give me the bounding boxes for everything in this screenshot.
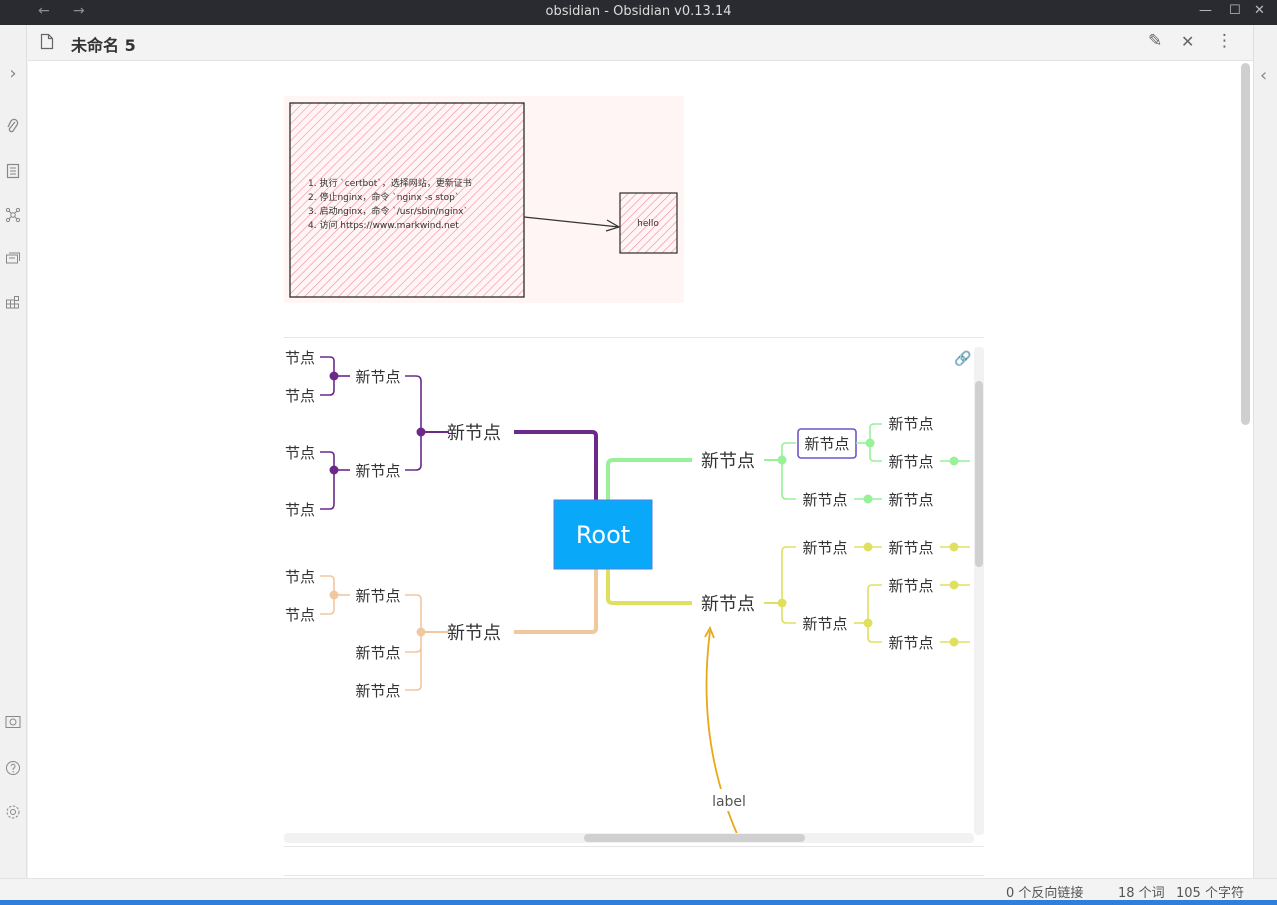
mindmap-node[interactable]: 新节点 — [355, 587, 400, 605]
window-title: obsidian - Obsidian v0.13.14 — [545, 4, 732, 19]
help-icon[interactable] — [4, 760, 22, 778]
mindmap-edge-label[interactable]: label — [712, 794, 746, 810]
mindmap-node[interactable]: 新节点 — [355, 368, 400, 386]
more-options-icon[interactable]: ⋮ — [1216, 31, 1233, 51]
mindmap-leaf[interactable]: 节点 — [285, 387, 315, 405]
mindmap-node[interactable]: 新节点 — [447, 623, 501, 644]
mindmap-node[interactable]: 新节点 — [888, 491, 933, 509]
mindmap-root-node[interactable] — [553, 499, 653, 570]
title-bar: ← → obsidian - Obsidian v0.13.14 — ☐ ✕ — [0, 0, 1277, 25]
mindmap-leaf[interactable]: 节点 — [285, 568, 315, 586]
mindmap-label-edge — [705, 630, 739, 837]
graph-icon[interactable] — [4, 207, 22, 225]
vault-icon[interactable] — [4, 715, 22, 733]
mindmap-node[interactable]: 新节点 — [355, 682, 400, 700]
editor-scrollbar-thumb[interactable] — [1241, 63, 1250, 425]
editor-pane: 1. 执行 `certbot`，选择网站，更新证书 2. 停止nginx，命令 … — [28, 61, 1240, 878]
grid-icon[interactable] — [4, 295, 22, 313]
sketch-list-item-3: 3. 启动nginx，命令 `/usr/sbin/nginx` — [308, 205, 468, 217]
file-title[interactable]: 未命名 5 — [71, 36, 136, 55]
mindmap-node[interactable]: 新节点 — [802, 539, 847, 557]
mindmap-edge — [514, 569, 598, 634]
mindmap-edge — [606, 458, 692, 501]
forward-arrow-icon[interactable]: → — [73, 3, 85, 19]
mindmap-node[interactable]: 新节点 — [888, 415, 933, 433]
mindmap-branch-bottom-left[interactable]: 新节点 新节点 新节点 新节点 节点 节点 — [285, 568, 501, 700]
editor-scrollbar[interactable] — [1240, 61, 1253, 878]
mindmap-node[interactable]: 新节点 — [888, 577, 933, 595]
sketch-list-item-1: 1. 执行 `certbot`，选择网站，更新证书 — [308, 177, 472, 189]
mindmap-node[interactable]: 新节点 — [355, 462, 400, 480]
sketch-list-item-4: 4. 访问 https://www.markwind.net — [308, 219, 459, 231]
word-count: 18 个词 — [1118, 886, 1165, 901]
section-divider — [284, 875, 984, 876]
mindmap-node[interactable]: 新节点 — [888, 634, 933, 652]
sketch-hello-label: hello — [637, 219, 659, 229]
mindmap-branch-top-left[interactable]: 新节点 新节点 新节点 节点 节点 节点 节点 — [285, 349, 501, 519]
mindmap-branch-bottom-right[interactable]: 新节点 新节点 新节点 新节点 新节点 新节点 — [701, 539, 970, 652]
mindmap-node[interactable]: 新节点 — [802, 491, 847, 509]
file-icon — [40, 33, 54, 50]
mindmap-edge — [606, 569, 692, 605]
mindmap-node[interactable]: 新节点 — [888, 453, 933, 471]
mindmap-vscroll-thumb[interactable] — [975, 381, 983, 567]
edit-pencil-icon[interactable]: ✎ — [1148, 31, 1163, 51]
expand-sidebar-icon[interactable]: › — [9, 63, 17, 84]
mindmap-leaf[interactable]: 节点 — [285, 501, 315, 519]
mindmap-node[interactable]: 新节点 — [804, 435, 849, 453]
file-header: 未命名 5 ✎ ✕ ⋮ — [28, 25, 1253, 61]
sketch-arrow-head — [605, 219, 621, 232]
mindmap[interactable]: Root 新节点 新节点 新节点 节点 节点 节点 节点 新节点 新节 — [284, 341, 984, 847]
sketch-arrow — [523, 216, 620, 228]
left-ribbon: › — [0, 25, 27, 878]
sketch-drawing[interactable]: 1. 执行 `certbot`，选择网站，更新证书 2. 停止nginx，命令 … — [284, 96, 684, 303]
collapse-right-sidebar-icon[interactable]: ‹ — [1260, 65, 1268, 86]
mindmap-node[interactable]: 新节点 — [701, 594, 755, 615]
close-window-button[interactable]: ✕ — [1254, 3, 1265, 18]
sketch-list-item-2: 2. 停止nginx，命令 `nginx -s stop` — [308, 191, 459, 203]
back-arrow-icon[interactable]: ← — [38, 3, 50, 19]
link-icon[interactable]: 🔗 — [954, 349, 972, 367]
mindmap-leaf[interactable]: 节点 — [285, 606, 315, 624]
file-list-icon[interactable] — [4, 163, 22, 181]
mindmap-leaf[interactable]: 节点 — [285, 349, 315, 367]
section-divider — [284, 846, 984, 847]
mindmap-root-label: Root — [576, 521, 630, 549]
mindmap-node[interactable]: 新节点 — [888, 539, 933, 557]
mindmap-edge — [514, 430, 598, 501]
mindmap-node[interactable]: 新节点 — [447, 423, 501, 444]
paperclip-icon[interactable] — [4, 118, 22, 136]
status-bar: 0 个反向链接 18 个词 105 个字符 — [0, 878, 1277, 901]
char-count: 105 个字符 — [1176, 886, 1244, 901]
minimize-button[interactable]: — — [1199, 3, 1212, 18]
settings-icon[interactable] — [4, 804, 22, 822]
mindmap-node[interactable]: 新节点 — [701, 451, 755, 472]
mindmap-node[interactable]: 新节点 — [802, 615, 847, 633]
sketch-hello-box[interactable] — [619, 192, 678, 254]
mindmap-label-edge-arrow — [704, 625, 715, 639]
mindmap-leaf[interactable]: 节点 — [285, 444, 315, 462]
sketch-note-box[interactable] — [289, 102, 525, 298]
os-taskbar — [0, 900, 1277, 905]
maximize-button[interactable]: ☐ — [1229, 3, 1241, 18]
backlinks-count[interactable]: 0 个反向链接 — [1006, 886, 1084, 901]
close-file-button[interactable]: ✕ — [1181, 32, 1195, 51]
mindmap-hscroll-thumb[interactable] — [584, 834, 805, 842]
mindmap-node[interactable]: 新节点 — [355, 644, 400, 662]
mindmap-edge-label-bg — [708, 789, 748, 811]
mindmap-branch-top-right[interactable]: 新节点 新节点 新节点 新节点 新节点 新节点 — [701, 415, 970, 509]
section-divider — [284, 337, 984, 338]
cards-icon[interactable] — [4, 251, 22, 269]
right-sidebar-strip: ‹ — [1253, 25, 1277, 878]
